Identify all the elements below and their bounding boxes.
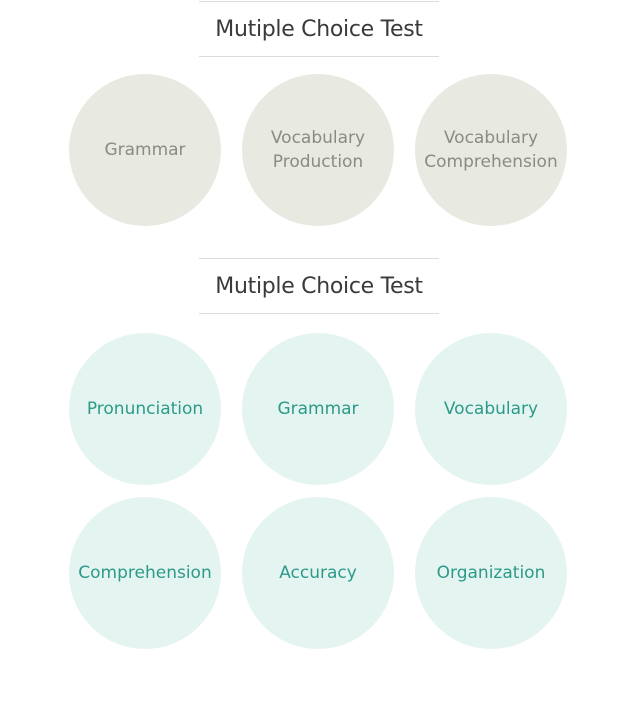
circle-label-line: Vocabulary bbox=[270, 128, 366, 148]
circle-label: Comprehension bbox=[78, 563, 212, 583]
circle-label: Vocabulary Comprehension bbox=[424, 126, 557, 174]
circle-label: Vocabulary Production bbox=[271, 126, 365, 174]
circle-label-line: Grammar bbox=[104, 140, 186, 160]
circle-label-line: Comprehension bbox=[424, 152, 558, 172]
circle-vocabulary-production: Vocabulary Production bbox=[242, 74, 394, 226]
circle-pronunciation: Pronunciation bbox=[69, 333, 221, 485]
circle-grammar: Grammar bbox=[242, 333, 394, 485]
circle-label: Pronunciation bbox=[86, 399, 204, 419]
circle-grammar: Grammar bbox=[69, 74, 221, 226]
circle-vocabulary-comprehension: Vocabulary Comprehension bbox=[415, 74, 567, 226]
circle-organization: Organization bbox=[415, 497, 567, 649]
section-2-title: Mutiple Choice Test bbox=[199, 258, 439, 314]
circle-comprehension: Comprehension bbox=[69, 497, 221, 649]
circle-accuracy: Accuracy bbox=[242, 497, 394, 649]
circle-label-line: Production bbox=[272, 152, 364, 172]
section-1-title: Mutiple Choice Test bbox=[199, 1, 439, 57]
circle-vocabulary: Vocabulary bbox=[415, 333, 567, 485]
circle-label: Grammar bbox=[277, 399, 359, 419]
circle-label: Organization bbox=[436, 563, 546, 583]
circle-label: Grammar bbox=[104, 138, 185, 162]
circle-label-line: Vocabulary bbox=[443, 128, 539, 148]
circle-label: Accuracy bbox=[279, 563, 357, 583]
circle-label: Vocabulary bbox=[443, 399, 539, 419]
